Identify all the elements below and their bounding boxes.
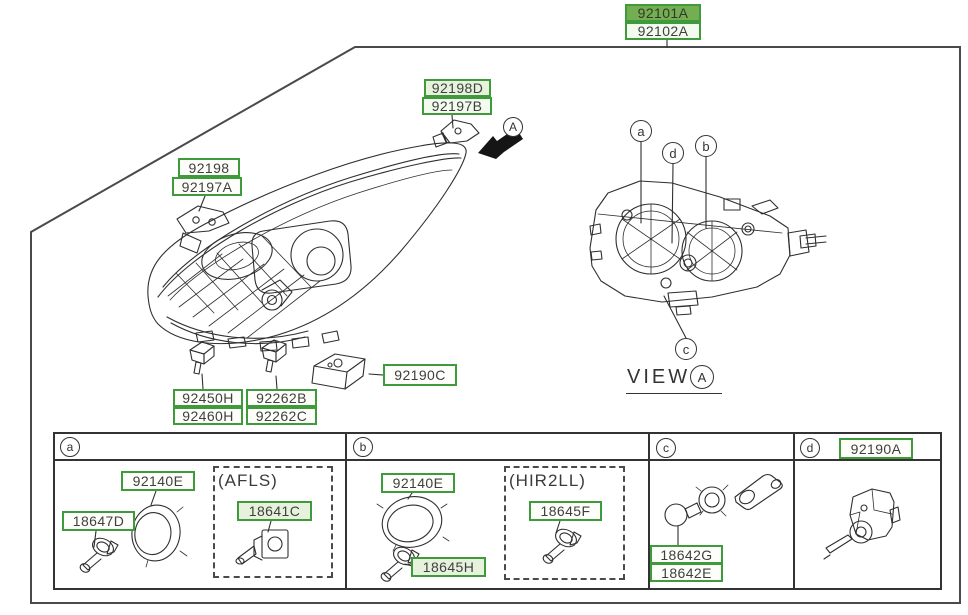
- part-label-bulb-b[interactable]: 18645H: [411, 557, 486, 577]
- parts-table-border: [53, 432, 942, 590]
- callout-d: d: [662, 142, 684, 164]
- part-label-c-primary[interactable]: 18642G: [650, 545, 723, 564]
- part-label-ring-b[interactable]: 92140E: [381, 473, 455, 493]
- part-label-bracket-side-primary[interactable]: 92198: [178, 158, 240, 177]
- part-label-assembly-primary[interactable]: 92101A: [625, 4, 701, 22]
- table-header-c: c: [656, 438, 676, 458]
- part-label-ring-a[interactable]: 92140E: [121, 471, 195, 491]
- part-label-bulb-a[interactable]: 18647D: [62, 511, 135, 531]
- part-label-leveling-motor[interactable]: 92190A: [839, 438, 913, 459]
- table-header-b: b: [353, 437, 373, 457]
- part-label-clip-left-primary[interactable]: 92450H: [173, 389, 243, 407]
- table-parts-art: [78, 475, 900, 584]
- parts-table-header-line: [53, 459, 942, 461]
- arrow-view-ref-badge: A: [503, 117, 523, 137]
- part-label-clip-right-primary[interactable]: 92262B: [246, 389, 317, 407]
- part-label-assembly-secondary[interactable]: 92102A: [625, 22, 701, 40]
- variant-name-hir2ll: (HIR2LL): [509, 471, 586, 490]
- leveling-motor-art: [824, 489, 900, 559]
- part-label-variant-afls[interactable]: 18641C: [237, 501, 312, 521]
- view-ref-badge: A: [690, 365, 714, 389]
- variant-name-afls: (AFLS): [218, 471, 278, 490]
- callout-c: c: [675, 338, 697, 360]
- view-underline: [626, 393, 722, 394]
- headlamp-assembly-art: [148, 115, 523, 389]
- variant-box-hir2ll: [504, 466, 625, 580]
- part-label-bracket-top-primary[interactable]: 92198D: [424, 79, 491, 97]
- part-label-ballast[interactable]: 92190C: [383, 364, 457, 386]
- parts-table-divider-2: [648, 432, 650, 590]
- rear-view-art: [590, 142, 826, 338]
- diagram-frame: [31, 40, 960, 603]
- parts-table-divider-1: [345, 432, 347, 590]
- part-label-clip-right-secondary[interactable]: 92262C: [246, 407, 317, 425]
- part-label-bracket-top-secondary[interactable]: 92197B: [422, 97, 492, 115]
- parts-table-divider-3: [793, 432, 795, 590]
- callout-a: a: [630, 120, 652, 142]
- variant-box-afls: [213, 466, 333, 578]
- part-label-bracket-side-secondary[interactable]: 92197A: [172, 177, 242, 196]
- view-label: VIEW: [627, 366, 691, 388]
- part-label-c-secondary[interactable]: 18642E: [650, 563, 723, 582]
- table-header-a: a: [60, 437, 80, 457]
- callout-b: b: [695, 135, 717, 157]
- table-header-d: d: [800, 438, 820, 458]
- part-label-variant-hir2ll[interactable]: 18645F: [529, 501, 602, 521]
- part-label-clip-left-secondary[interactable]: 92460H: [173, 407, 243, 425]
